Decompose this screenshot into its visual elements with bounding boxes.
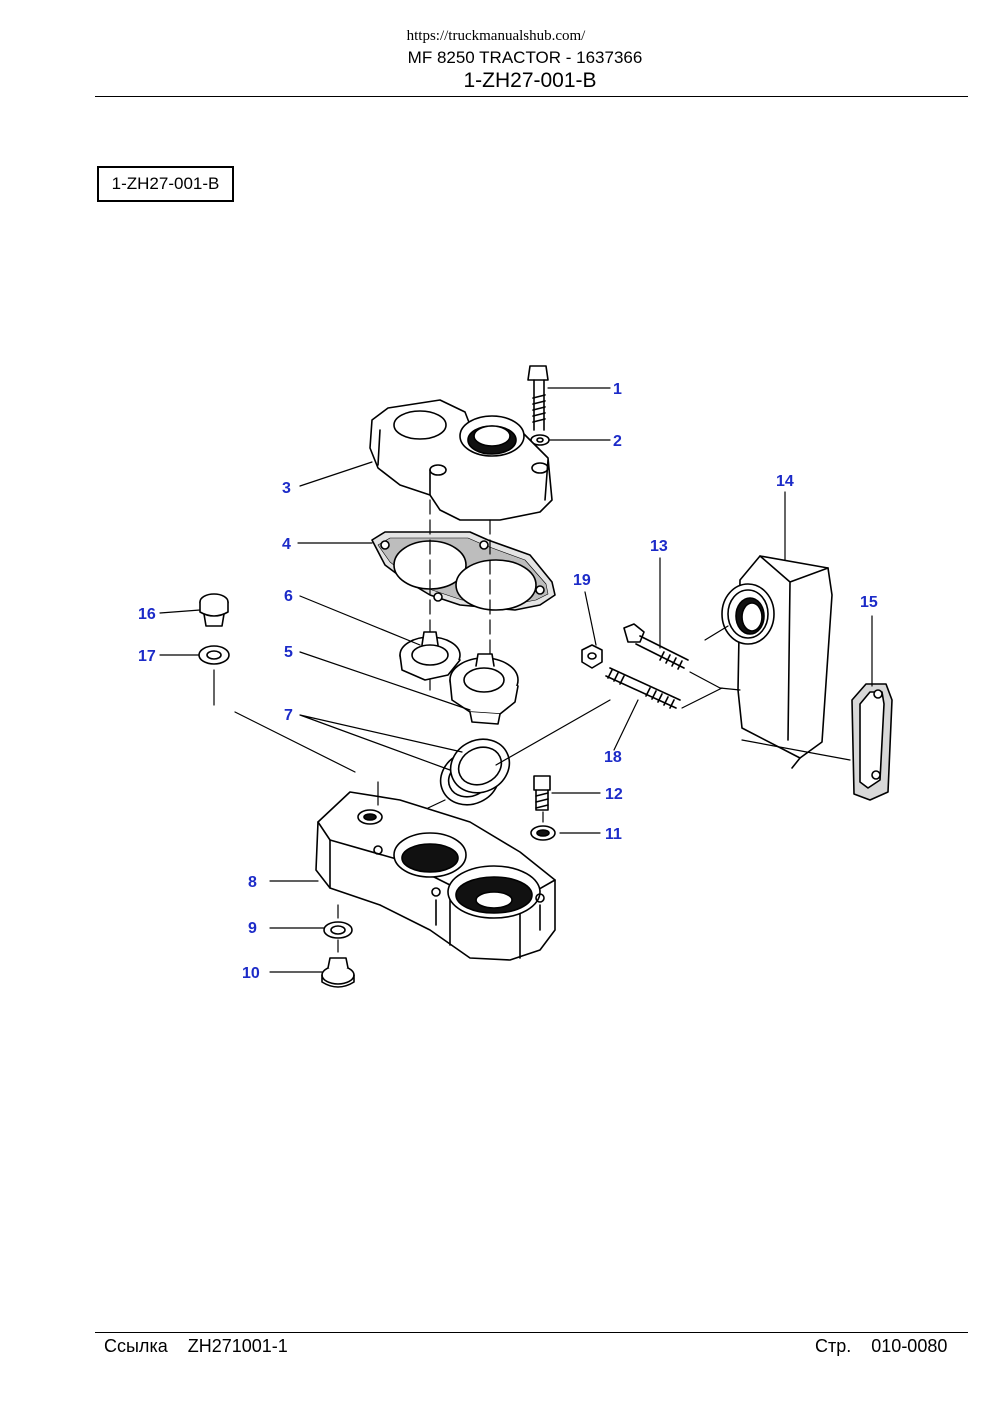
callout-6: 6 xyxy=(284,588,293,605)
part-6-thermostat-small xyxy=(399,631,461,681)
callout-labels: 1 2 3 4 5 6 7 8 9 10 11 12 13 14 15 16 1… xyxy=(138,381,878,982)
part-2-washer xyxy=(530,434,550,446)
part-18-stud xyxy=(605,667,681,709)
part-14-outlet-elbow xyxy=(721,555,833,769)
part-19-nut xyxy=(581,644,603,669)
callout-3: 3 xyxy=(282,480,291,497)
footer-page-value: 010-0080 xyxy=(871,1336,948,1356)
part-7-seal-rings xyxy=(439,738,511,806)
callout-18: 18 xyxy=(604,749,622,766)
callout-15: 15 xyxy=(860,594,878,611)
callout-10: 10 xyxy=(242,965,260,982)
part-1-bolt xyxy=(527,365,549,431)
part-15-gasket xyxy=(851,683,893,801)
callout-17: 17 xyxy=(138,648,156,665)
part-10-plug xyxy=(321,957,355,988)
part-16-plug xyxy=(199,593,229,627)
part-13-bolt xyxy=(623,623,689,670)
callout-16: 16 xyxy=(138,606,156,623)
header-code: 1-ZH27-001-B xyxy=(463,69,597,92)
footer-reference: Ссылка ZH271001-1 xyxy=(104,1336,288,1357)
callout-7: 7 xyxy=(284,707,293,724)
callout-4: 4 xyxy=(282,536,291,553)
callout-12: 12 xyxy=(605,786,623,803)
part-17-washer xyxy=(198,645,230,665)
part-9-washer xyxy=(323,921,353,939)
part-3-housing-cover xyxy=(369,399,553,521)
part-11-washer xyxy=(530,825,556,841)
footer-ref-label: Ссылка xyxy=(104,1336,168,1356)
header-url[interactable]: https://truckmanualshub.com/ xyxy=(406,28,586,44)
header-divider xyxy=(95,96,968,97)
footer-page: Стр. 010-0080 xyxy=(815,1336,947,1357)
footer-page-label: Стр. xyxy=(815,1336,852,1356)
callout-1: 1 xyxy=(613,381,622,398)
footer-ref-value: ZH271001-1 xyxy=(187,1336,288,1356)
diagram-reference-box: 1-ZH27-001-B xyxy=(97,166,234,202)
part-5-thermostat-large xyxy=(449,653,519,725)
part-12-bolt xyxy=(533,775,551,811)
header-model: MF 8250 TRACTOR - 1637366 xyxy=(407,48,643,67)
callout-5: 5 xyxy=(284,644,293,661)
leader-lines xyxy=(159,387,873,973)
callout-13: 13 xyxy=(650,538,668,555)
part-8-housing-body xyxy=(315,791,556,961)
callout-2: 2 xyxy=(613,433,622,450)
callout-8: 8 xyxy=(248,874,257,891)
callout-19: 19 xyxy=(573,572,591,589)
footer-divider xyxy=(95,1332,968,1333)
part-4-gasket xyxy=(371,531,556,611)
callout-11: 11 xyxy=(605,826,622,843)
connector-lines xyxy=(213,625,851,953)
callout-9: 9 xyxy=(248,920,257,937)
callout-14: 14 xyxy=(776,473,794,490)
